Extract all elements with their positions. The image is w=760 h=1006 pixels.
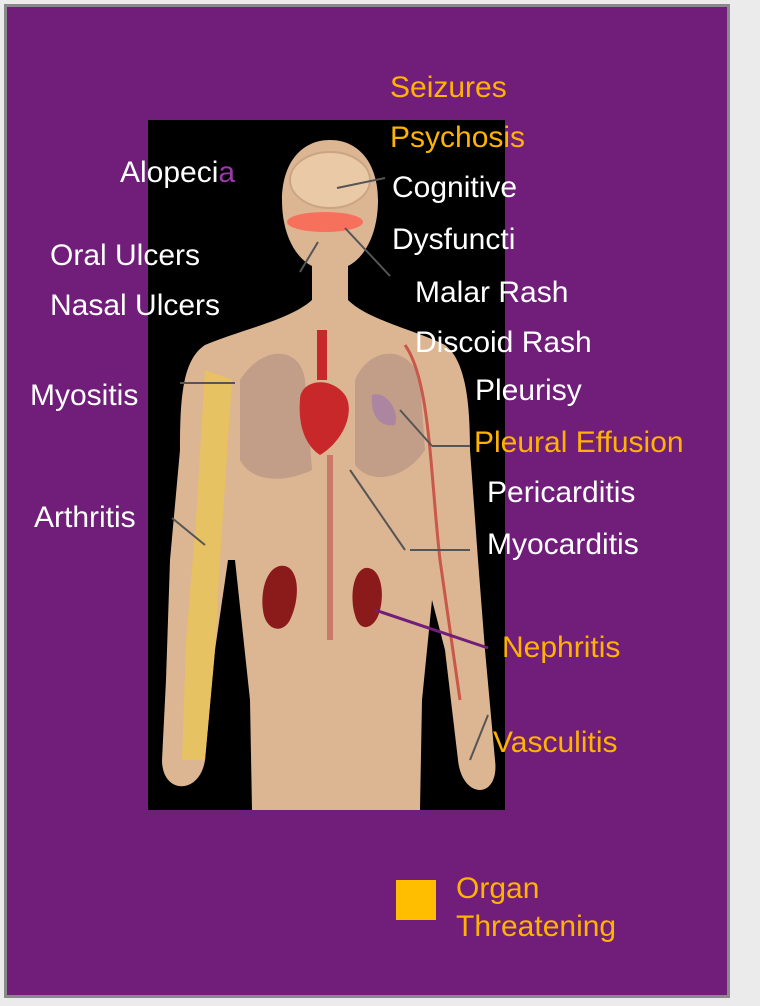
- legend-label: Organ Threatening: [456, 870, 696, 946]
- label-alopecia-part1: Alopeci: [120, 156, 218, 189]
- label-alopecia-part2: a: [218, 156, 235, 189]
- label-malar-rash: Malar Rash: [415, 275, 568, 311]
- label-nasal-ulcers: Nasal Ulcers: [50, 288, 220, 324]
- label-pleural-effusion: Pleural Effusion: [474, 425, 684, 461]
- label-arthritis: Arthritis: [34, 500, 136, 536]
- label-vasculitis: Vasculitis: [493, 725, 617, 761]
- label-myositis: Myositis: [30, 378, 138, 414]
- label-psychosis: Psychosis: [390, 120, 525, 156]
- label-myocarditis: Myocarditis: [487, 527, 639, 563]
- label-discoid-rash: Discoid Rash: [415, 325, 592, 361]
- label-pericarditis: Pericarditis: [487, 475, 635, 511]
- label-cognitive: Cognitive: [392, 170, 517, 206]
- label-dysfunction: Dysfuncti: [392, 222, 515, 258]
- malar-rash-mark: [287, 212, 363, 232]
- brain-shape: [290, 152, 370, 208]
- label-alopecia: Alopecia: [120, 155, 235, 191]
- label-oral-ulcers: Oral Ulcers: [50, 238, 200, 274]
- legend-swatch: [396, 880, 436, 920]
- label-seizures: Seizures: [390, 70, 507, 106]
- label-pleurisy: Pleurisy: [475, 373, 582, 409]
- label-nephritis: Nephritis: [502, 630, 620, 666]
